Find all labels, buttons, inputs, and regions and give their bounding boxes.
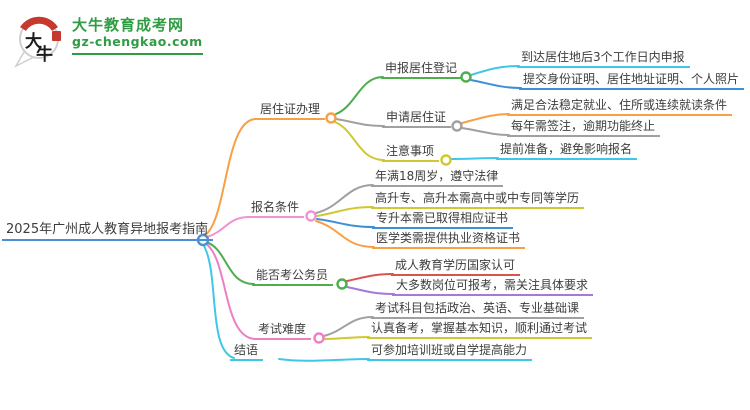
- edge-civilservice-leaf1: [346, 273, 394, 282]
- logo-url: gz-chengkao.com: [72, 34, 203, 49]
- site-logo[interactable]: 大 牛 大牛教育成考网 gz-chengkao.com: [12, 10, 203, 70]
- residence-node-handle[interactable]: [325, 112, 337, 124]
- leaf-register-documents[interactable]: 提交身份证明、居住地址证明、个人照片: [519, 71, 745, 90]
- leaf-highschool-requirement[interactable]: 高升专、高升本需高中或中专同等学历: [371, 190, 585, 209]
- edge-apply-leaf2: [461, 127, 510, 136]
- topic-registration-conditions[interactable]: 报名条件: [247, 199, 305, 218]
- leaf-college-requirement[interactable]: 专升本需已取得相应证书: [372, 210, 514, 229]
- leaf-medical-requirement[interactable]: 医学类需提供执业资格证书: [372, 230, 526, 249]
- leaf-apply-requirements[interactable]: 满足合法稳定就业、住所或连续就读条件: [507, 97, 733, 116]
- edge-register-leaf2: [470, 79, 522, 89]
- logo-red-hat: [20, 16, 58, 32]
- edge-register-leaf1: [470, 65, 520, 76]
- topic-apply-permit[interactable]: 申请居住证: [382, 109, 452, 128]
- apply-node-handle[interactable]: [451, 120, 463, 132]
- logo-bubble-icon: 大 牛: [14, 16, 61, 68]
- edge-residence-register: [335, 76, 384, 115]
- edge-conditions-leaf4: [315, 220, 375, 248]
- register-node-handle[interactable]: [460, 71, 472, 83]
- topic-civil-service[interactable]: 能否考公务员: [252, 267, 334, 286]
- edge-difficulty-leaf1: [323, 316, 374, 337]
- edge-difficulty-leaf2: [324, 336, 370, 340]
- edge-root-civilservice: [205, 241, 255, 285]
- leaf-exam-subjects[interactable]: 考试科目包括政治、英语、专业基础课: [371, 300, 585, 319]
- leaf-age-requirement[interactable]: 年满18周岁，遵守法律: [371, 168, 504, 187]
- leaf-exam-preparation[interactable]: 认真备考，掌握基本知识，顺利通过考试: [367, 320, 593, 339]
- conditions-node-handle[interactable]: [305, 210, 317, 222]
- difficulty-node-handle[interactable]: [313, 332, 325, 344]
- edge-root-conclusion: [202, 243, 235, 359]
- edge-conditions-leaf2: [316, 206, 374, 217]
- edge-conclusion-leaf1: [278, 358, 370, 362]
- edge-root-residence: [203, 118, 257, 237]
- logo-title: 大牛教育成考网: [72, 16, 185, 34]
- topic-residence-permit[interactable]: 居住证办理: [256, 101, 326, 120]
- leaf-training-selfstudy[interactable]: 可参加培训班或自学提高能力: [367, 342, 533, 361]
- topic-exam-difficulty[interactable]: 考试难度: [254, 321, 312, 340]
- notes-node-handle[interactable]: [440, 154, 452, 166]
- topic-register-residence[interactable]: 申报居住登记: [381, 60, 463, 79]
- topic-notes[interactable]: 注意事项: [382, 143, 440, 162]
- edge-residence-apply: [335, 118, 385, 127]
- edge-conditions-leaf3: [316, 218, 375, 228]
- edge-root-conditions: [206, 216, 250, 238]
- leaf-apply-renewal[interactable]: 每年需签注，逾期功能终止: [507, 118, 661, 137]
- leaf-degree-recognized[interactable]: 成人教育学历国家认可: [391, 257, 521, 276]
- edge-apply-leaf1: [461, 113, 510, 124]
- topic-conclusion[interactable]: 结语: [230, 342, 264, 361]
- logo-seal: [52, 31, 61, 41]
- logo-text: 大牛教育成考网 gz-chengkao.com: [72, 16, 203, 55]
- edge-civilservice-leaf2: [346, 286, 395, 295]
- civilservice-node-handle[interactable]: [336, 278, 348, 290]
- edge-root-difficulty: [204, 242, 257, 340]
- edge-notes-leaf1: [450, 157, 499, 160]
- svg-text:大: 大: [25, 31, 42, 52]
- leaf-register-deadline[interactable]: 到达居住地后3个工作日内申报: [517, 49, 690, 68]
- edge-conditions-leaf1: [315, 184, 374, 214]
- root-topic[interactable]: 2025年广州成人教育异地报考指南: [2, 221, 214, 241]
- svg-text:牛: 牛: [36, 44, 53, 65]
- edge-residence-notes: [334, 121, 385, 161]
- leaf-notes-prepare[interactable]: 提前准备，避免影响报名: [496, 141, 638, 160]
- leaf-most-positions[interactable]: 大多数岗位可报考，需关注具体要求: [392, 277, 594, 296]
